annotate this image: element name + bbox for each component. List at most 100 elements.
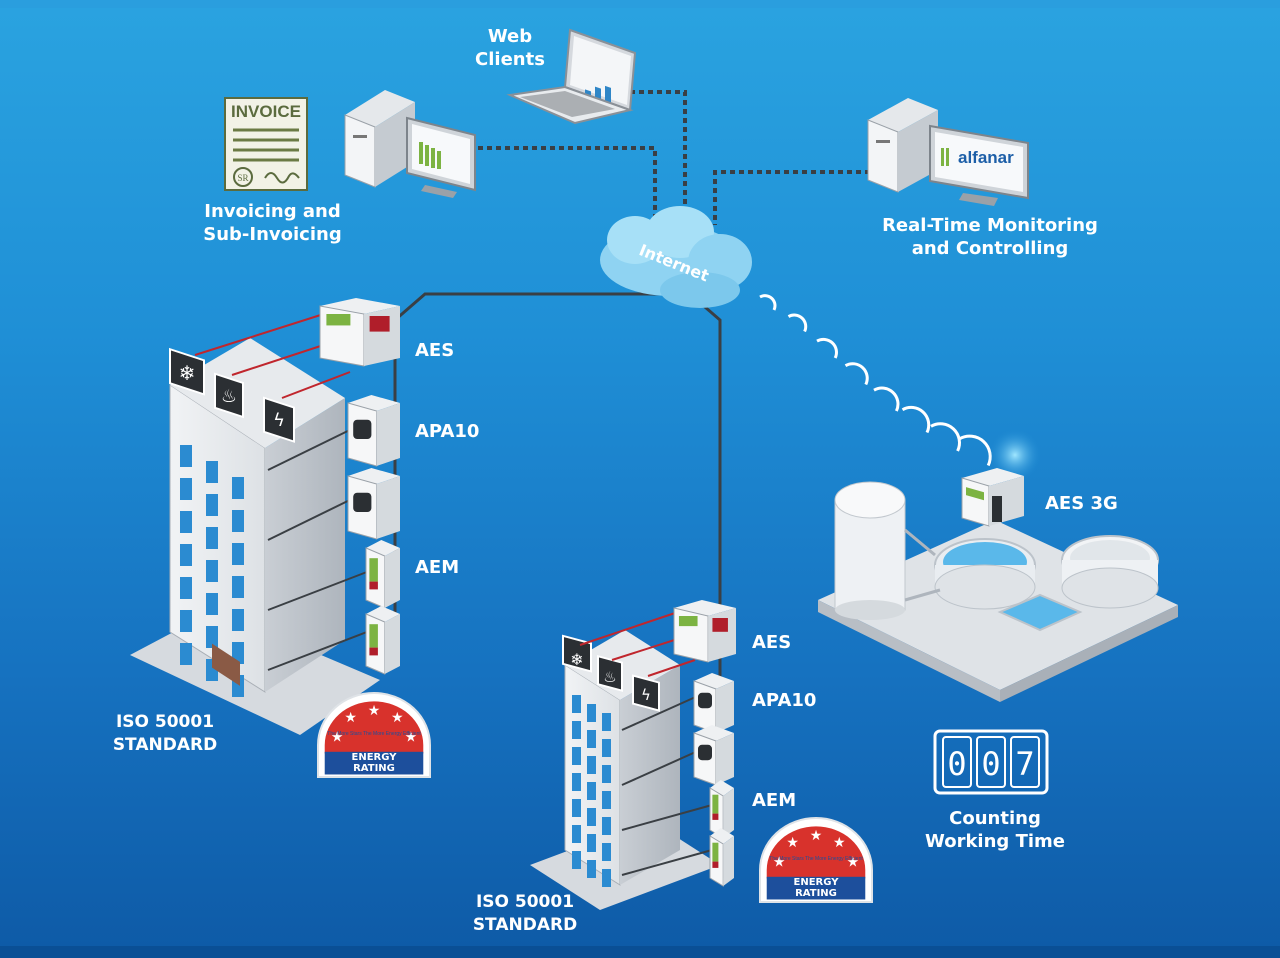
svg-text:ϟ: ϟ	[641, 686, 651, 704]
aem-meter-icon	[709, 828, 734, 887]
monitoring-label: Real-Time Monitoring and Controlling	[882, 215, 1098, 259]
invoicing-computer-icon	[344, 90, 476, 198]
window	[602, 791, 611, 809]
building-right-devices	[673, 600, 736, 887]
window	[206, 494, 218, 516]
building-left-roof-icons: ❄ ♨ ϟ	[169, 347, 295, 443]
svg-text:ϟ: ϟ	[273, 410, 285, 431]
window	[232, 609, 244, 631]
window	[232, 477, 244, 499]
counter-digit-box	[1010, 736, 1040, 788]
right-aes-label: AES	[752, 632, 792, 653]
badge-label: ENERGY	[794, 877, 840, 888]
window	[232, 543, 244, 565]
dotted-web-clients	[630, 90, 687, 225]
star-icon: ★	[833, 835, 846, 851]
web-clients-label: Web Clients	[475, 26, 545, 70]
right-standard-label: ISO 50001 STANDARD	[472, 892, 578, 935]
monitoring-computer-icon: alfanar	[867, 98, 1029, 206]
window	[180, 445, 192, 467]
window	[602, 713, 611, 731]
badge-base	[766, 876, 866, 900]
left-aem-label: AEM	[415, 557, 460, 578]
aes-3g-label: AES 3G	[1045, 493, 1118, 514]
water-treatment-plant	[818, 481, 1178, 702]
right-apa10-label: APA10	[752, 690, 817, 711]
badge-arc	[324, 701, 424, 754]
window	[232, 642, 244, 664]
badge-caption: The More Stars The More Energy Efficient	[769, 856, 863, 862]
aes-meter-icon	[673, 600, 736, 663]
window	[587, 782, 596, 800]
top-band	[0, 0, 1280, 8]
window	[180, 511, 192, 533]
badge-base	[324, 751, 424, 775]
window	[206, 593, 218, 615]
signal-arc	[816, 337, 838, 359]
dotted-monitoring	[713, 170, 870, 225]
aem-meter-icon	[365, 606, 400, 675]
window	[572, 695, 581, 713]
bottom-band	[0, 946, 1280, 958]
signal-arc	[958, 434, 992, 467]
window	[572, 773, 581, 791]
window	[180, 478, 192, 500]
window	[232, 576, 244, 598]
badge-label: ENERGY	[352, 752, 398, 763]
building-right	[530, 630, 720, 910]
signal-arc	[873, 386, 900, 412]
window	[572, 721, 581, 739]
window	[206, 527, 218, 549]
building-left-devices	[319, 298, 400, 675]
counting-label: Counting Working Time	[925, 808, 1065, 852]
window	[206, 626, 218, 648]
invoice-document-icon: INVOICE SR	[224, 97, 308, 191]
window	[180, 643, 192, 665]
star-icon: ★	[847, 854, 860, 870]
apa-meter-icon	[693, 673, 734, 734]
window	[602, 869, 611, 887]
signal-arc	[787, 313, 808, 333]
window	[602, 817, 611, 835]
window	[180, 577, 192, 599]
window	[180, 544, 192, 566]
dotted-invoicing	[478, 146, 657, 225]
svg-text:SR: SR	[237, 173, 248, 183]
window	[587, 756, 596, 774]
signal-arc	[901, 405, 931, 434]
svg-text:INVOICE: INVOICE	[231, 102, 301, 121]
counter-digit: 0	[947, 745, 966, 783]
internet-cloud: Internet	[600, 206, 752, 308]
building-right-roof-icons: ❄ ♨ ϟ	[562, 634, 660, 712]
wireless-signal-icon	[759, 294, 992, 467]
window	[572, 851, 581, 869]
aem-meter-icon	[365, 540, 400, 609]
window	[180, 610, 192, 632]
signal-arc	[844, 362, 869, 386]
window	[587, 834, 596, 852]
left-apa10-label: APA10	[415, 421, 480, 442]
aes-3g-device	[961, 468, 1024, 527]
window	[587, 704, 596, 722]
building-right-data-lines	[621, 694, 713, 876]
star-icon: ★	[331, 729, 344, 745]
svg-text:♨: ♨	[603, 668, 616, 686]
svg-text:❄: ❄	[179, 361, 196, 385]
counter-digit: 0	[981, 745, 1000, 783]
link-right-building	[689, 292, 722, 640]
svg-text:❄: ❄	[570, 650, 583, 669]
left-aes-label: AES	[415, 340, 455, 361]
signal-arc	[759, 294, 777, 311]
window	[602, 765, 611, 783]
apa-meter-icon	[347, 395, 400, 467]
window	[206, 461, 218, 483]
star-icon: ★	[786, 835, 799, 851]
svg-text:♨: ♨	[221, 386, 237, 407]
badge-caption: The More Stars The More Energy Efficient	[327, 731, 421, 737]
window	[602, 843, 611, 861]
invoicing-label: Invoicing and Sub-Invoicing	[203, 201, 342, 245]
window	[572, 799, 581, 817]
counter-digit-box	[942, 736, 972, 788]
